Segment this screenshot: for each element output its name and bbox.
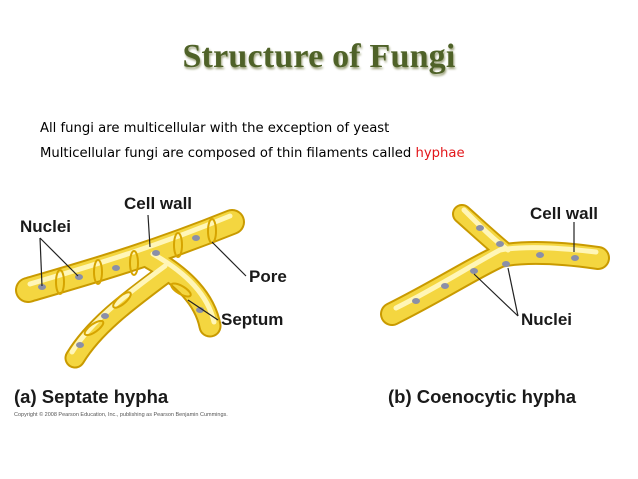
caption-septate: (a) Septate hypha [14, 386, 169, 407]
septate-hypha-drawing [15, 209, 245, 369]
bullet-1-text: All fungi are multicellular with the exc… [40, 121, 390, 136]
label-septum: Septum [221, 310, 283, 329]
bullet-1: All fungi are multicellular with the exc… [40, 121, 389, 136]
label-pore: Pore [249, 267, 287, 286]
slide-title: Structure of Fungi [182, 38, 456, 75]
copyright-notice: Copyright © 2008 Pearson Education, Inc.… [14, 411, 228, 418]
label-cell-wall-b: Cell wall [530, 204, 598, 223]
label-nuclei-a: Nuclei [20, 217, 71, 236]
bullet-2: Multicellular fungi are composed of thin… [40, 146, 465, 161]
septate-nuclei [38, 235, 204, 348]
label-cell-wall-a: Cell wall [124, 194, 192, 213]
bullet-2-text: Multicellular fungi are composed of thin… [40, 146, 416, 161]
highlight-hyphae: hyphae [415, 146, 465, 161]
label-nuclei-b: Nuclei [521, 310, 572, 329]
coenocytic-hypha-drawing [380, 204, 610, 326]
septum-walls [55, 218, 217, 337]
coenocytic-leader-lines [473, 222, 575, 317]
coenocytic-nuclei [412, 225, 579, 304]
septate-leader-lines [39, 214, 247, 321]
caption-coenocytic: (b) Coenocytic hypha [388, 386, 577, 407]
